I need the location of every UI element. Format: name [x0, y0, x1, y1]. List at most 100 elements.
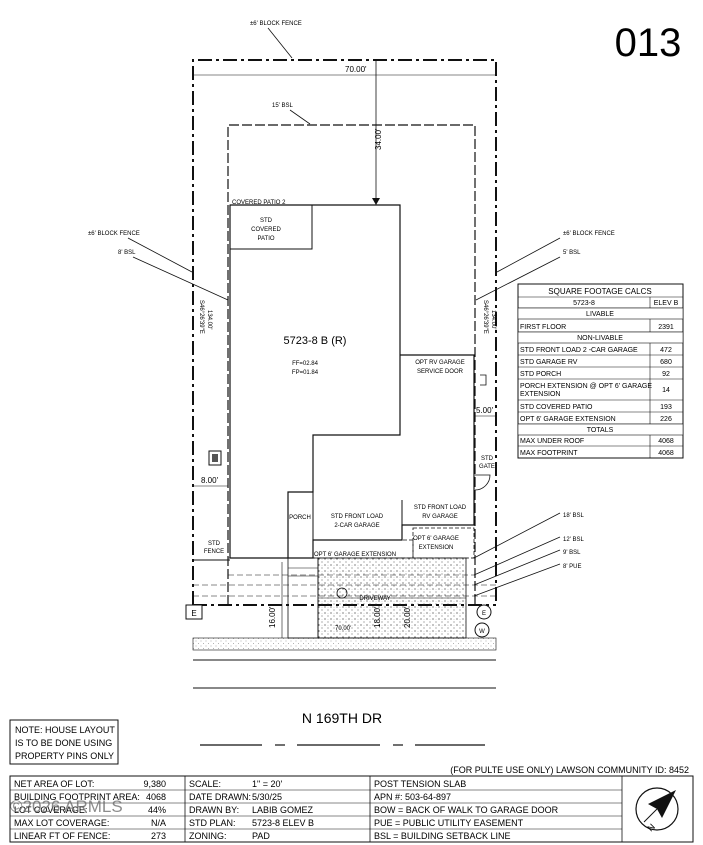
callout-9-bsl: 9' BSL [563, 550, 581, 556]
note-line-1: NOTE: HOUSE LAYOUT [15, 725, 115, 735]
water-circle-marker [474, 622, 490, 638]
garage-2car-label-1: STD FRONT LOAD [331, 514, 384, 520]
plan-label: 5723-8 B (R) [284, 335, 347, 347]
left-bearing: S46°26'39"E [198, 300, 204, 334]
nl-label-3: PORCH EXTENSION @ OPT 6' GARAGE [520, 383, 652, 390]
footer-l1-4: LINEAR FT OF FENCE: [14, 831, 110, 841]
nl-value-1: 680 [660, 359, 672, 366]
right-length: 134.00' [490, 310, 496, 330]
callout-18-bsl: 18' BSL [563, 513, 584, 519]
leader-line [267, 27, 293, 59]
garage-2car-label-2: 2-CAR GARAGE [334, 523, 379, 529]
std-gate-label-1: STD [481, 456, 494, 462]
top-block-fence-label: ±6' BLOCK FENCE [250, 21, 302, 27]
nl-label-1: STD GARAGE RV [520, 359, 578, 366]
title-block: NET AREA OF LOT: 9,380 SCALE: 1" = 20' P… [9, 775, 694, 843]
house-left-wall [229, 205, 288, 559]
sqft-title: SQUARE FOOTAGE CALCS [548, 287, 651, 296]
rv-door-label-1: OPT RV GARAGE [415, 360, 464, 366]
footer-l2-3: STD PLAN: [189, 818, 236, 828]
footer-l2-1: DATE DRAWN: [189, 792, 251, 802]
dim-20: 20.00' [403, 606, 412, 628]
nonlivable-header-row [517, 331, 684, 344]
leader-line [132, 256, 229, 301]
totals-header-row [517, 423, 684, 436]
garage-ext-2-label-1: OPT 6' GARAGE [413, 536, 459, 542]
garage-rv-label-2: RV GARAGE [422, 514, 458, 520]
nl-label-2: STD PORCH [520, 371, 561, 378]
note-line-3: PROPERTY PINS ONLY [15, 751, 114, 761]
dim-70-front: 70.00' [335, 626, 351, 632]
covered-patio [229, 204, 313, 250]
rear-setback-dim: 34.00' [374, 128, 383, 150]
livable-header: LIVABLE [586, 311, 614, 318]
footer-r-0: POST TENSION SLAB [374, 779, 466, 789]
driveway-symbol [336, 587, 348, 599]
footer-r-2: BOW = BACK OF WALK TO GARAGE DOOR [374, 805, 559, 815]
left-side-dim: 8.00' [201, 476, 219, 485]
total-label-1: MAX FOOTPRINT [520, 450, 578, 457]
title-block-border [9, 775, 694, 843]
garage-ext-1-label: OPT 6' GARAGE EXTENSION [314, 552, 396, 558]
sqft-col1: 5723-8 [573, 300, 595, 307]
left-length: 134.00' [206, 310, 212, 330]
nl-value-3: 14 [662, 387, 670, 394]
setback-line [227, 124, 476, 605]
driveway-label: DRIVEWAY [359, 596, 390, 602]
footer-v1-3: N/A [151, 818, 166, 828]
callout-8-pue: 8' PUE [563, 564, 582, 570]
leader-line [475, 256, 561, 301]
left-e-marker: E [191, 609, 196, 618]
right-bsl-label: 5' BSL [563, 250, 581, 256]
first-floor-value: 2391 [658, 324, 674, 331]
std-covered-patio-label-1: STD [260, 218, 273, 224]
watermark: ©2026 ARMLS [10, 797, 123, 816]
leader-line [127, 237, 193, 273]
sheet-number: 013 [615, 21, 682, 65]
livable-header-row [517, 307, 684, 320]
garage-ext-2-label-2: EXTENSION [419, 545, 454, 551]
std-fence-label-2: FENCE [204, 549, 224, 555]
footer-v2-2: LABIB GOMEZ [252, 805, 314, 815]
footer-r-1: APN #: 503-64-897 [374, 792, 451, 802]
leader-line [473, 563, 561, 597]
ac-unit [208, 450, 222, 466]
footer-l2-4: ZONING: [189, 831, 227, 841]
north-arrow-icon: N [635, 787, 679, 833]
footer-v1-1: 4068 [146, 792, 166, 802]
footer-v1-2: 44% [148, 805, 166, 815]
footer-v1-4: 273 [151, 831, 166, 841]
right-w-marker: W [479, 629, 485, 635]
footer-v1-0: 9,380 [143, 779, 166, 789]
first-floor-label: FIRST FLOOR [520, 324, 566, 331]
nl-label-0: STD FRONT LOAD 2 -CAR GARAGE [520, 347, 638, 354]
nonlivable-header: NON-LIVABLE [577, 335, 623, 342]
footer-r-3: PUE = PUBLIC UTILITY EASEMENT [374, 818, 524, 828]
note-box [9, 719, 119, 765]
ac-unit-core [212, 454, 218, 462]
std-gate-label-2: GATE [479, 464, 495, 470]
footer-v2-0: 1" = 20' [252, 779, 282, 789]
total-label-0: MAX UNDER ROOF [520, 438, 584, 445]
total-value-1: 4068 [658, 450, 674, 457]
nl-value-2: 92 [662, 371, 670, 378]
footer-l1-0: NET AREA OF LOT: [14, 779, 94, 789]
dim-16: 16.00' [268, 606, 277, 628]
electric-circle-marker [476, 604, 492, 620]
right-side-dim: 5.00' [476, 406, 494, 415]
nl-value-4: 193 [660, 404, 672, 411]
sidewalk [192, 637, 497, 651]
nl-value-0: 472 [660, 347, 672, 354]
ff-label: FF=02.84 [292, 361, 319, 367]
dim-arrow [372, 198, 380, 205]
sqft-table: SQUARE FOOTAGE CALCS 5723-8 ELEV B LIVAB… [517, 283, 684, 459]
std-covered-patio-label-2: COVERED [251, 227, 281, 233]
garage-rv-label-1: STD FRONT LOAD [414, 505, 467, 511]
property-line [192, 59, 497, 605]
porch-label: PORCH [289, 515, 311, 521]
covered-patio-2-label: COVERED PATIO 2 [232, 200, 286, 206]
std-covered-patio-label-3: PATIO [257, 236, 274, 242]
rv-door-label-2: SERVICE DOOR [417, 369, 464, 375]
callout-12-bsl: 12' BSL [563, 537, 584, 543]
footer-v2-1: 5/30/25 [252, 792, 282, 802]
